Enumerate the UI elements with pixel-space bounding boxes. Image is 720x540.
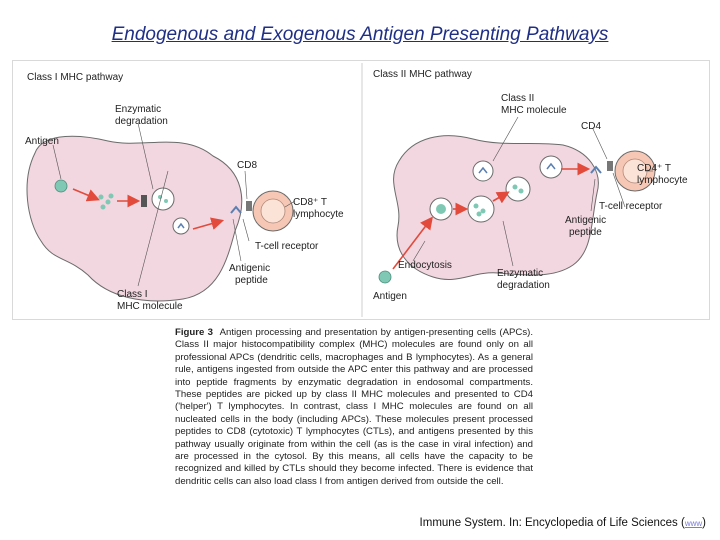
page-title: Endogenous and Exogenous Antigen Present…	[111, 24, 609, 45]
class2-mhc-label-1: Class II	[501, 93, 535, 104]
citation-link[interactable]: www	[684, 519, 703, 528]
class2-tcr-label: T-cell receptor	[599, 201, 663, 212]
class1-enzymatic-label: Enzymatic	[115, 104, 162, 115]
class2-surface-mhc	[590, 165, 602, 174]
class2-arrow-1	[392, 216, 433, 270]
class2-endosome-2	[467, 195, 495, 223]
class1-vesicle	[151, 187, 175, 211]
class2-mhc-label-2: MHC molecule	[501, 105, 567, 116]
caption-label: Figure 3	[175, 327, 213, 338]
class1-proteasome	[141, 195, 147, 207]
class1-mhc-label-1: Class I	[117, 289, 148, 300]
class1-heading: Class I MHC pathway	[27, 72, 124, 83]
class1-leader-lines	[52, 122, 296, 287]
class2-endosome-5	[539, 155, 563, 179]
figure-caption: Figure 3 Antigen processing and presenta…	[175, 327, 533, 488]
class2-antigen	[378, 270, 392, 284]
citation-text: Immune System. In: Encyclopedia of Life …	[419, 517, 678, 529]
antigen-pathways-figure: Class I MHC pathway Enzymatic degradatio…	[12, 60, 710, 320]
class1-vesicle-2	[172, 217, 190, 235]
class1-tcr-label: T-cell receptor	[255, 241, 319, 252]
class1-antigen	[54, 179, 68, 193]
class1-peptide-label-1: Antigenic	[229, 263, 271, 274]
class2-endosome-4	[472, 160, 494, 182]
class2-cd4t-label-2: lymphocyte	[637, 175, 688, 186]
class2-endocytosis-label: Endocytosis	[398, 260, 452, 271]
class1-cd8t-label-2: lymphocyte	[293, 209, 344, 220]
class2-endosome-3	[505, 176, 531, 202]
class2-cd4t-label-1: CD4⁺ T	[637, 163, 671, 174]
figure-artwork	[26, 63, 656, 317]
class2-leader-lines	[412, 116, 653, 267]
class1-arrow-1	[72, 188, 100, 202]
class1-mhc-label-2: MHC molecule	[117, 301, 183, 312]
citation: Immune System. In: Encyclopedia of Life …	[419, 517, 706, 529]
class2-heading: Class II MHC pathway	[373, 69, 472, 80]
class2-arrow-3	[492, 191, 510, 204]
class1-arrow-3	[192, 217, 225, 230]
class2-peptide-label-1: Antigenic	[565, 215, 607, 226]
class1-peptide-label-2: peptide	[235, 275, 268, 286]
class2-cd4-label: CD4	[581, 121, 602, 132]
class1-surface-mhc	[230, 205, 242, 214]
class2-enzymatic-label-2: degradation	[497, 280, 550, 291]
class1-degradation-label: degradation	[115, 116, 168, 127]
class1-antigen-label: Antigen	[25, 136, 59, 147]
class1-cell	[26, 135, 243, 302]
class2-antigen-label: Antigen	[373, 291, 407, 302]
class1-cd8t-label-1: CD8⁺ T	[293, 197, 327, 208]
class2-peptide-label-2: peptide	[569, 227, 602, 238]
class1-cd8-label: CD8	[237, 160, 258, 171]
class2-cell	[393, 135, 599, 280]
caption-text: Antigen processing and presentation by a…	[175, 327, 533, 487]
class2-enzymatic-label-1: Enzymatic	[497, 268, 544, 279]
